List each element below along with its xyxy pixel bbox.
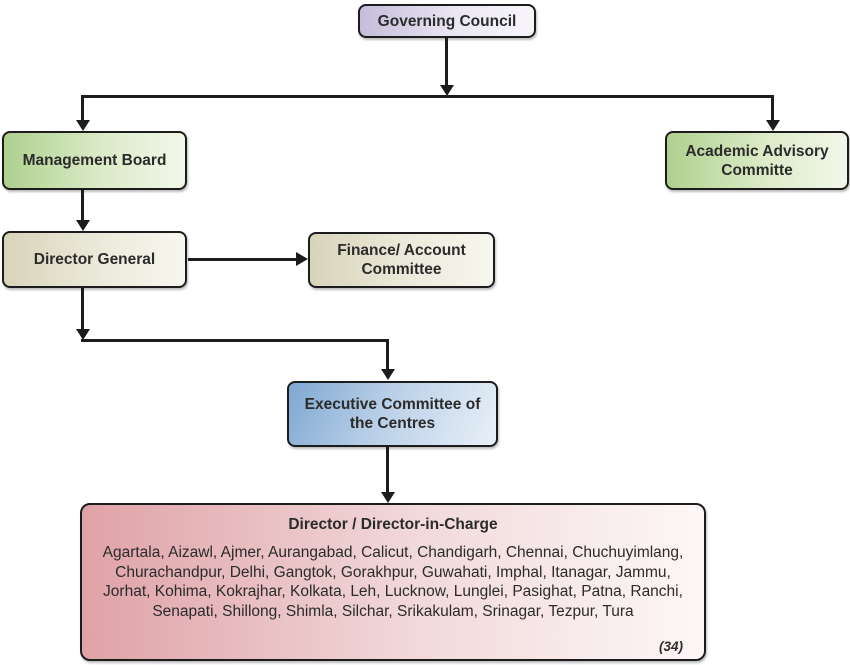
node-academic-advisory-committee: Academic Advisory Committe (665, 131, 849, 190)
connector-elbow-to-executive-line (386, 341, 389, 369)
node-finance-account-committee: Finance/ Account Committee (308, 232, 495, 288)
arrowhead-elbow-to-executive (381, 369, 395, 380)
node-management-board: Management Board (2, 131, 187, 190)
node-executive-committee-label: Executive Committee of the Centres (304, 396, 481, 432)
connector-governing-to-split-line (445, 37, 448, 85)
node-executive-committee: Executive Committee of the Centres (287, 381, 498, 447)
arrowhead-director-general-elbow (76, 329, 90, 340)
node-governing-council-label: Governing Council (377, 12, 517, 30)
node-director-general-label: Director General (33, 251, 156, 268)
centres-count-label: (34) (658, 639, 683, 654)
connector-executive-to-director-line (386, 447, 389, 492)
arrowhead-management-to-director-general (76, 220, 90, 231)
node-academic-advisory-committee-label: Academic Advisory Committe (685, 142, 829, 179)
arrowhead-split-to-academic (766, 120, 780, 131)
connector-split-horizontal-line (81, 95, 774, 98)
node-director-general: Director General (2, 231, 187, 288)
arrowhead-governing-to-split (440, 85, 454, 96)
connector-director-general-down-line (81, 288, 84, 329)
connector-split-to-management-line (81, 97, 84, 120)
arrowhead-split-to-management (76, 120, 90, 131)
node-director-in-charge-title: Director / Director-in-Charge (288, 516, 498, 533)
arrowhead-executive-to-director (381, 492, 395, 503)
director-in-charge-centres-list: Agartala, Aizawl, Ajmer, Aurangabad, Cal… (102, 544, 684, 620)
connector-management-to-director-general-line (81, 189, 84, 220)
node-finance-account-committee-label: Finance/ Account Committee (337, 242, 466, 278)
node-management-board-label: Management Board (22, 152, 167, 169)
connector-elbow-horizontal-line (81, 339, 389, 342)
node-governing-council: Governing Council (358, 4, 536, 38)
arrowhead-director-general-to-finance (296, 252, 308, 266)
node-director-in-charge: Director / Director-in-Charge Agartala, … (80, 503, 706, 661)
connector-director-general-to-finance-line (188, 258, 296, 261)
connector-split-to-academic-line (771, 97, 774, 120)
